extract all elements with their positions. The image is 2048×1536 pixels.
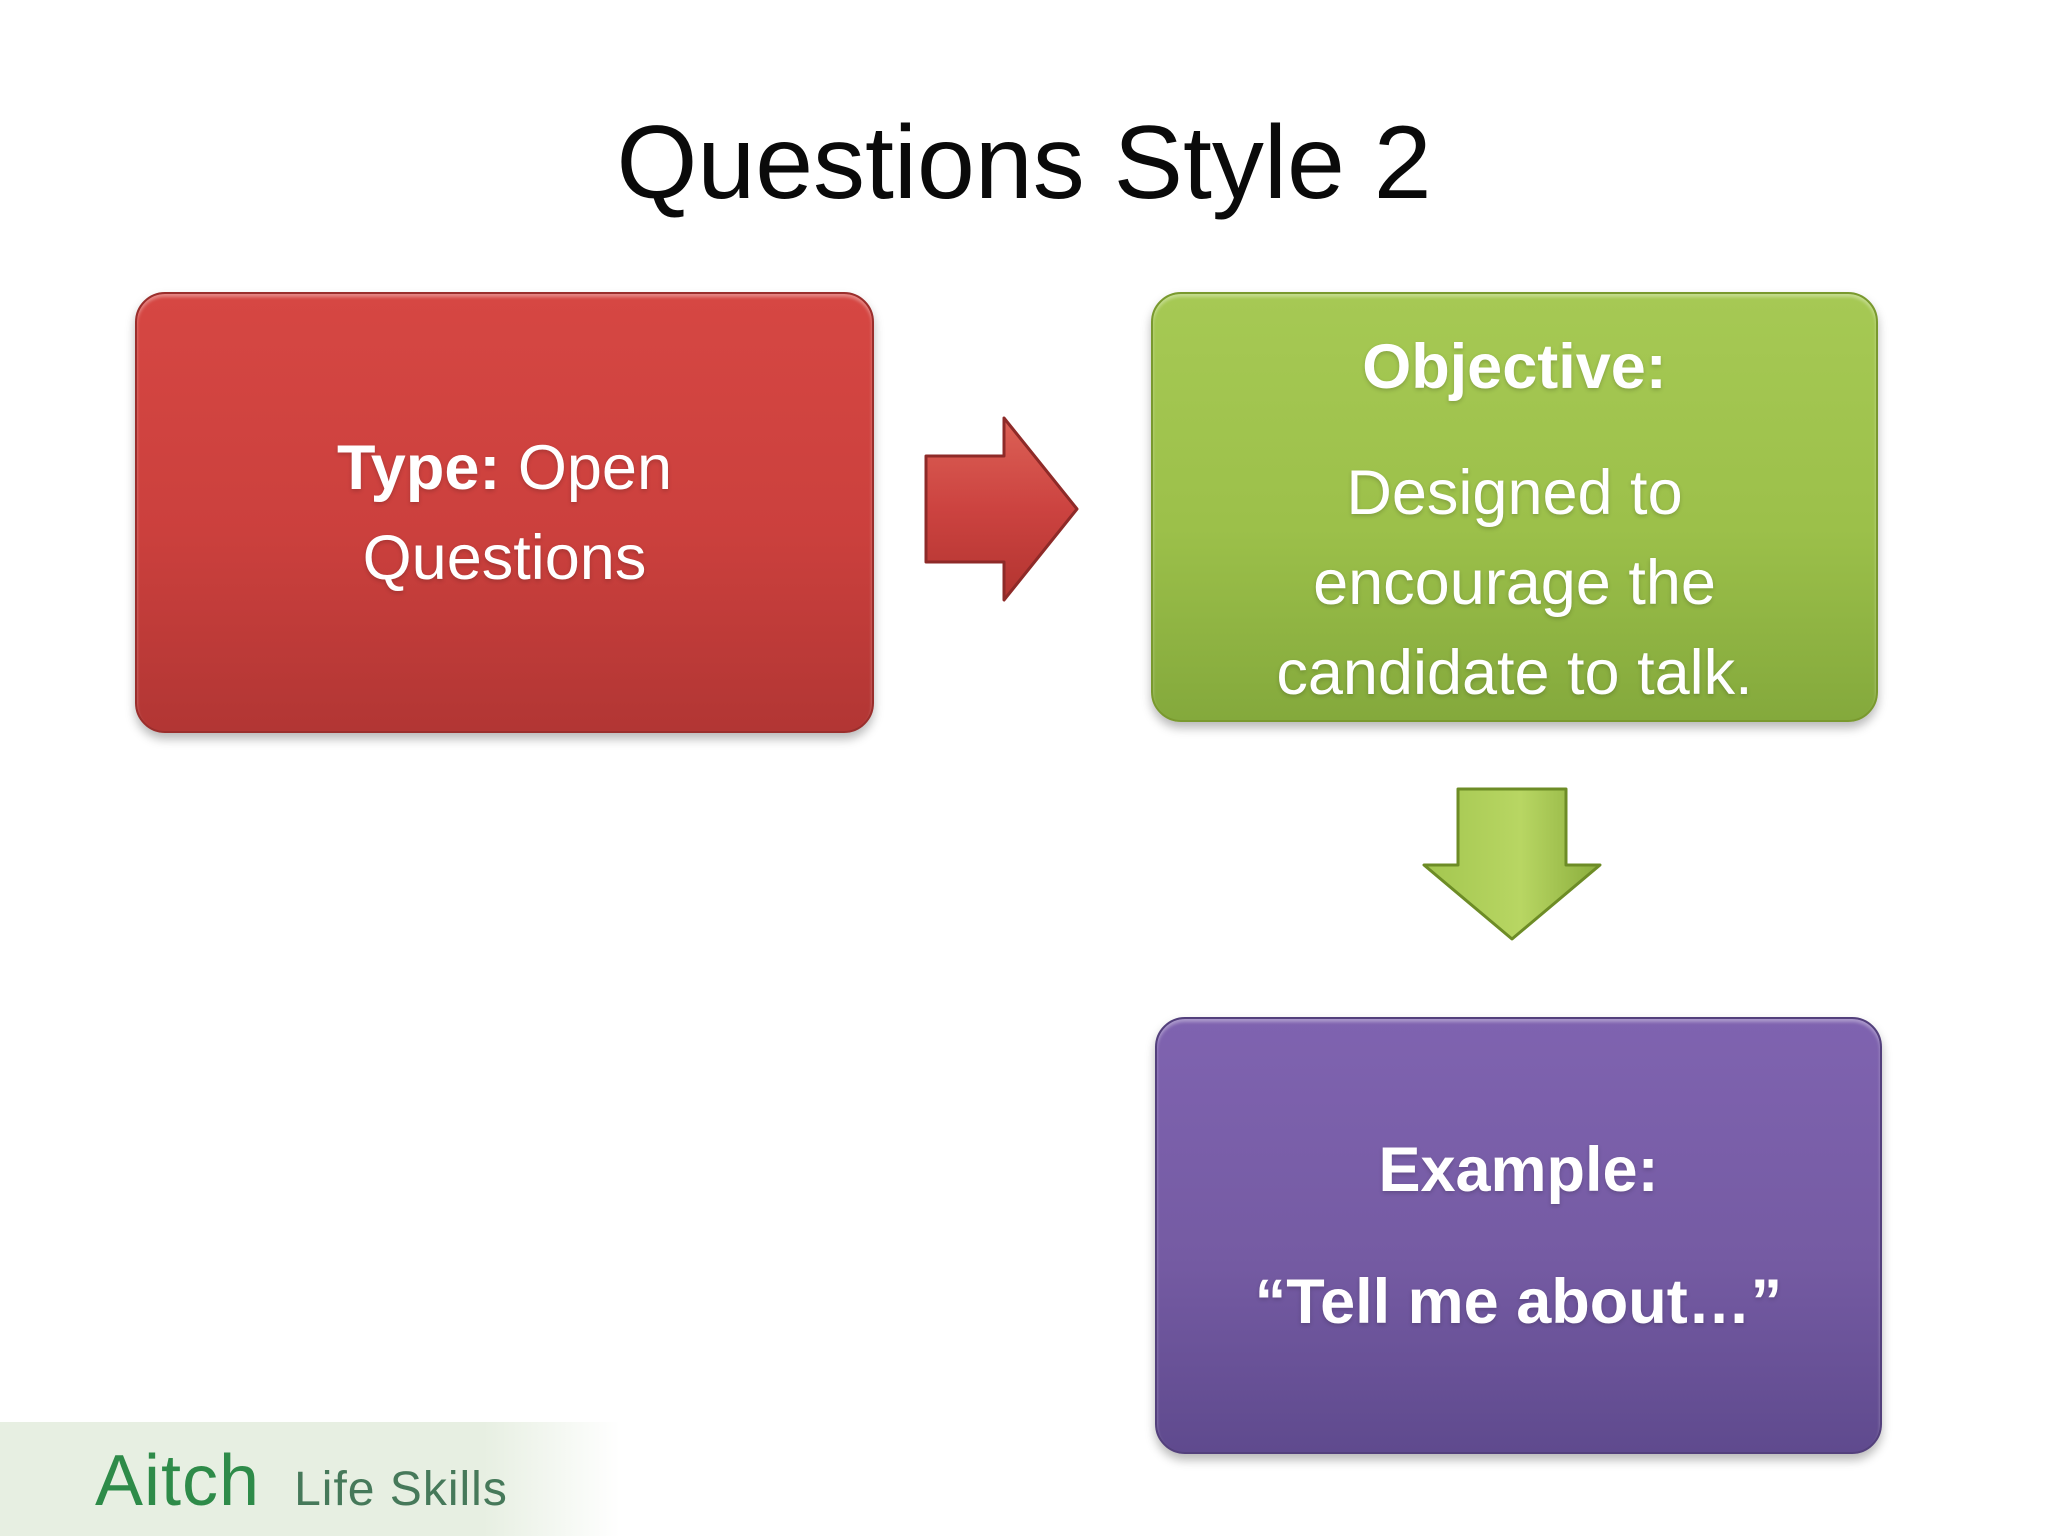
example-box: Example: “Tell me about…” <box>1155 1017 1882 1454</box>
right-arrow-icon <box>924 416 1079 602</box>
type-box-line1: Type: Open <box>337 423 672 513</box>
logo-tagline-text: Life Skills <box>294 1463 508 1516</box>
objective-body-line1: Designed to <box>1346 458 1683 528</box>
example-heading: Example: <box>1378 1134 1659 1205</box>
type-label: Type: <box>337 432 501 503</box>
objective-box: Objective: Designed to encourage the can… <box>1151 292 1878 722</box>
objective-heading: Objective: <box>1362 332 1667 402</box>
logo: Aitch Life Skills <box>0 1422 620 1536</box>
type-box-line2: Questions <box>362 522 647 593</box>
slide-title: Questions Style 2 <box>616 105 1432 221</box>
example-body: “Tell me about…” <box>1254 1266 1783 1337</box>
logo-brand-text: Aitch <box>95 1441 261 1521</box>
objective-body-line2: encourage the <box>1313 548 1716 618</box>
down-arrow-icon <box>1422 787 1602 941</box>
type-value: Open <box>500 432 672 503</box>
type-box: Type: Open Questions <box>135 292 874 733</box>
objective-body-line3: candidate to talk. <box>1276 638 1753 708</box>
